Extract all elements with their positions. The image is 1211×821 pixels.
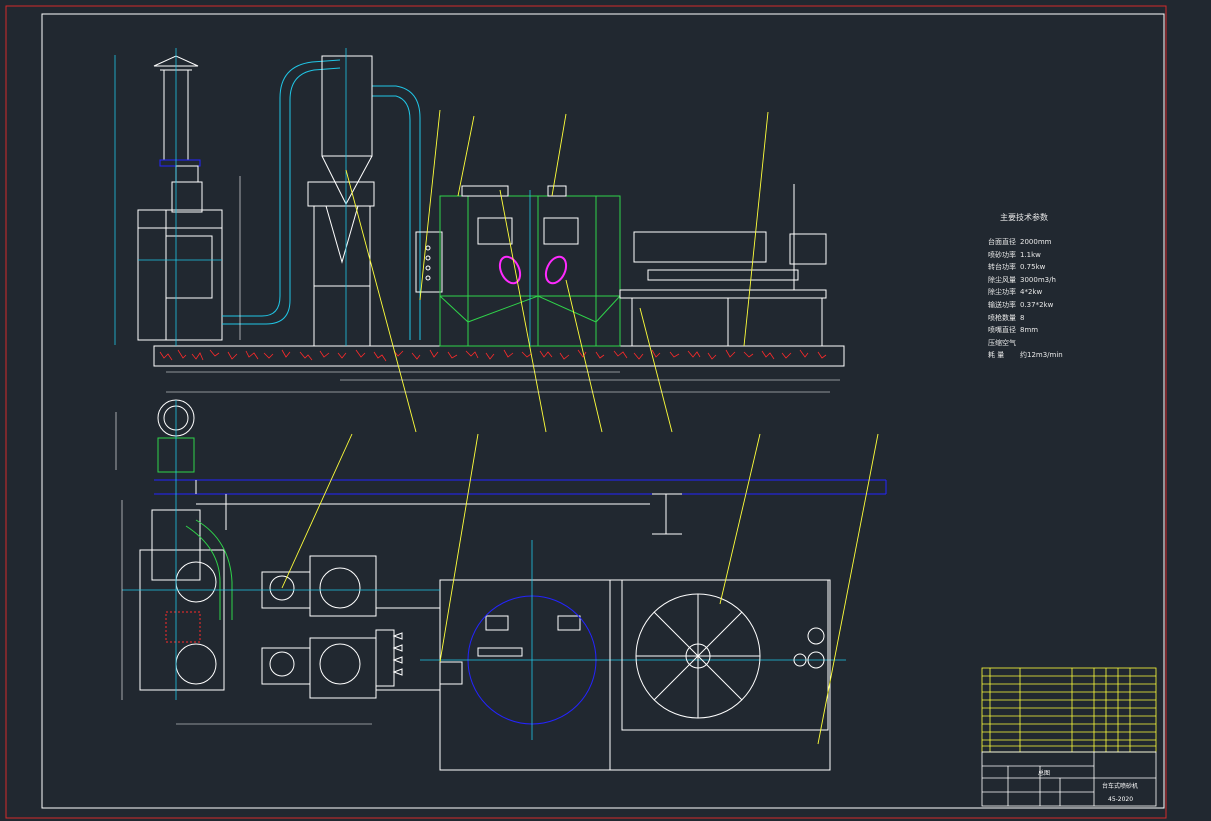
spec-row: 压缩空气 — [988, 339, 1020, 347]
spec-value: 约12m3/min — [1020, 351, 1063, 360]
spec-label: 台面直径 — [988, 238, 1016, 246]
spec-label: 除尘功率 — [988, 288, 1016, 297]
spec-label: 耗 量 — [988, 351, 1005, 360]
spec-value: 1.1kw — [1020, 250, 1041, 259]
elevation-view — [114, 48, 845, 433]
nozzle-manifold — [375, 629, 403, 687]
spec-value: 0.37*2kw — [1020, 301, 1054, 309]
glove-ports — [498, 255, 568, 285]
stack-plan — [139, 399, 225, 691]
overhead-beam — [154, 479, 887, 495]
drawing-number: 45-2020 — [1108, 796, 1134, 803]
spec-label: 除尘风量 — [988, 275, 1016, 284]
parts-list — [981, 667, 1157, 753]
control-cabinet — [415, 231, 443, 293]
cart-track — [619, 184, 827, 346]
spec-label: 压缩空气 — [988, 338, 1016, 347]
inner-frame — [41, 13, 1165, 809]
spec-label: 喷枪数量 — [988, 313, 1016, 322]
assembly-label: 总图 — [1038, 770, 1051, 777]
leader-lines-bottom — [281, 433, 879, 745]
dust-collectors — [261, 555, 440, 699]
spec-row: 输送功率 0.37*2kw — [988, 301, 1053, 309]
ground-slab — [153, 345, 845, 367]
spec-row: 台面直径 2000mm — [988, 238, 1051, 246]
spec-title: 主要技术参数 — [1000, 213, 1048, 222]
elbow-pipe — [185, 519, 233, 620]
plan-dimensions — [115, 412, 372, 725]
spec-value: 4*2kw — [1020, 288, 1043, 297]
leader-lines-top — [345, 109, 769, 433]
spec-row: 除尘功率 4*2kw — [988, 288, 1042, 296]
cabinet-windows — [461, 185, 579, 245]
cyclone — [307, 55, 375, 347]
spec-value: 2000mm — [1020, 238, 1052, 246]
spec-label: 输送功率 — [988, 301, 1016, 309]
spec-value: 8 — [1020, 313, 1025, 322]
ground-hatch — [159, 349, 827, 362]
spec-value: 3000m3/h — [1020, 275, 1056, 284]
plan-view — [115, 399, 887, 771]
project-name: 台车式喷砂机 — [1102, 783, 1139, 790]
exhaust-stack — [137, 55, 223, 341]
spec-row: 耗 量 约12m3/min — [988, 351, 1063, 359]
duct-pipe — [222, 59, 421, 340]
spec-label: 转台功率 — [988, 263, 1016, 272]
filter-hatch — [165, 611, 201, 643]
spec-label: 喷嘴直径 — [988, 326, 1016, 335]
spec-row: 喷枪数量 8 — [988, 314, 1024, 322]
spec-row: 转台功率 0.75kw — [988, 263, 1045, 271]
outer-frame — [5, 5, 1167, 819]
spec-value: 8mm — [1020, 326, 1039, 335]
spec-row: 喷砂功率 1.1kw — [988, 251, 1041, 259]
dimension-lines — [166, 176, 840, 393]
cabinet-plan — [439, 579, 611, 771]
spec-row: 喷嘴直径 8mm — [988, 326, 1038, 334]
title-block — [981, 751, 1157, 807]
spec-row: 除尘风量 3000m3/h — [988, 276, 1056, 284]
cart-plan — [609, 579, 831, 771]
spec-label: 喷砂功率 — [988, 250, 1016, 259]
spec-value: 0.75kw — [1020, 263, 1046, 272]
